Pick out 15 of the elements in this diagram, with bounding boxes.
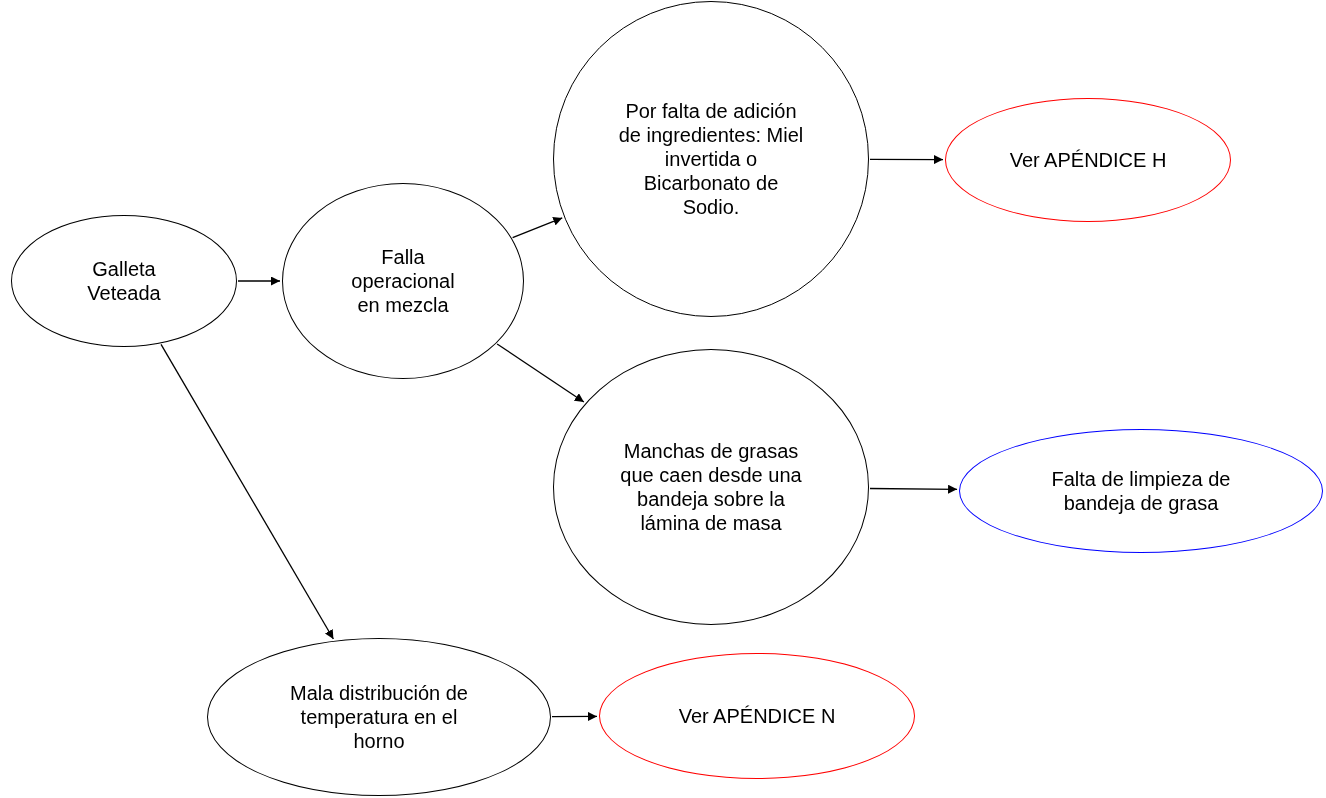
node-text: Falla operacional en mezcla [350, 245, 456, 317]
arrow [869, 155, 944, 165]
arrow [160, 343, 334, 640]
arrow [496, 343, 585, 403]
arrow [869, 484, 958, 494]
node-text: Ver APÉNDICE N [678, 704, 836, 728]
arrow [237, 276, 281, 286]
node-text: Mala distribución de temperatura en el horno [289, 681, 469, 753]
node-text: Por falta de adición de ingredientes: Miel invertida o Bicarbonato de Sodio. [618, 99, 804, 219]
arrow [512, 217, 563, 239]
node-text: Falta de limpieza de bandeja de grasa [1050, 467, 1232, 515]
arrow [551, 711, 598, 721]
node-text: Manchas de grasas que caen desde una bandeja sobre la lámina de masa [619, 439, 803, 535]
node-text: Galleta Veteada [86, 257, 162, 305]
node-text: Ver APÉNDICE H [1009, 148, 1167, 172]
